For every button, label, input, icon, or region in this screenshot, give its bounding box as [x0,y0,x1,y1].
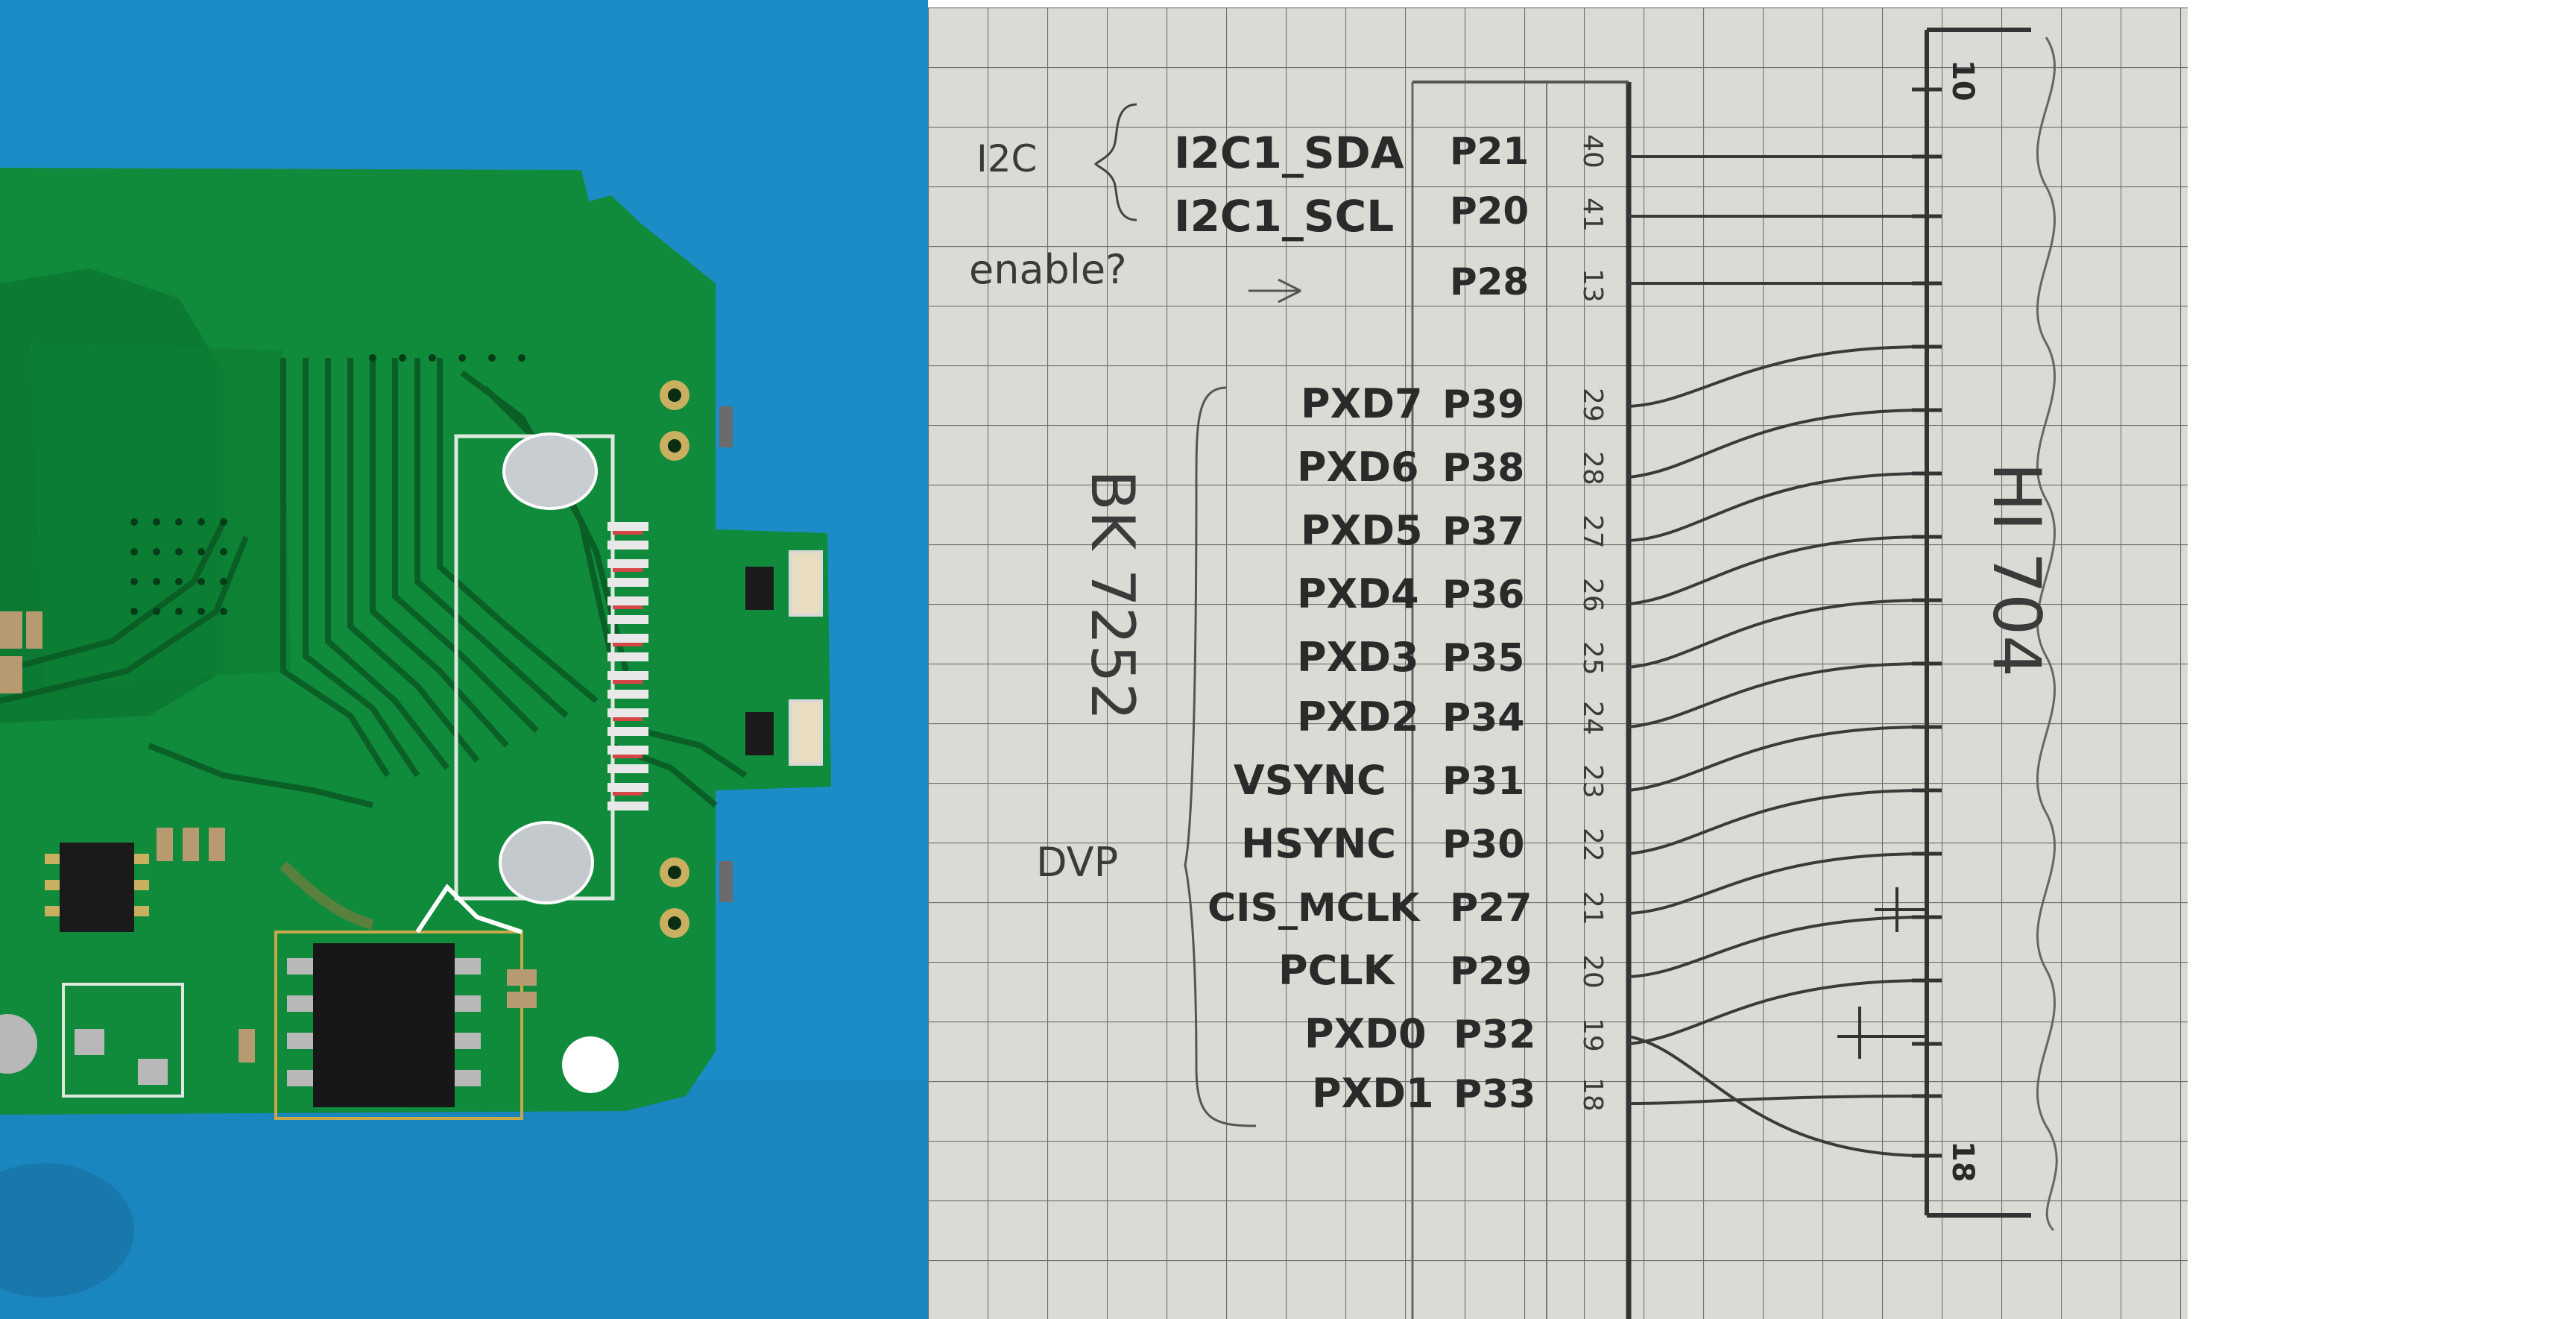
signal-pin-number: 29 [1577,388,1608,422]
signal-name: I2C1_SCL [1174,191,1394,242]
signal-port: P28 [1450,260,1529,303]
signal-port: P32 [1453,1013,1535,1057]
signal-name: PCLK [1278,947,1396,994]
i2c-brace [1093,103,1137,221]
upper-signal-rows: I2C1_SDA P21 40 I2C1_SCL P20 41 P28 13 [1174,128,1608,303]
signal-name: PXD2 [1297,693,1419,740]
pcb-photo [0,0,928,1319]
enable-label: enable? [969,246,1127,293]
signal-port: P31 [1442,759,1524,804]
signal-name: PXD4 [1297,570,1419,617]
signal-name: PXD0 [1304,1010,1427,1057]
signal-port: P38 [1442,446,1524,491]
fpc-pads [607,522,648,810]
signal-port: P27 [1450,886,1532,931]
signal-port: P33 [1453,1072,1535,1117]
signal-pin-number: 19 [1577,1018,1608,1052]
signal-port: P20 [1450,189,1529,233]
signal-name: VSYNC [1234,757,1386,804]
signal-port: P30 [1442,822,1524,867]
signal-pin-number: 41 [1577,198,1608,232]
ic-chip-small [60,843,134,932]
signal-name: PXD5 [1301,507,1423,554]
signal-pin-number: 13 [1577,268,1608,303]
signal-pin-number: 24 [1577,701,1608,735]
signal-name: HSYNC [1241,820,1396,867]
signal-name: PXD7 [1301,380,1423,427]
signal-pin-number: 26 [1577,578,1608,612]
dvp-group-label: DVP [1036,839,1118,886]
signal-pin-number: 27 [1577,514,1608,549]
signal-pin-number: 21 [1577,891,1608,925]
signal-pin-number: 25 [1577,641,1608,676]
signal-name: I2C1_SDA [1174,128,1404,178]
ic-chip-soic8 [313,943,455,1107]
pin-connection-wires [1628,155,1928,1157]
signal-pin-number: 20 [1577,954,1608,989]
signal-port: P36 [1442,573,1524,617]
signal-port: P37 [1442,509,1524,554]
signal-port: P39 [1442,383,1524,427]
chip-left-label: BK 7252 [1078,470,1147,720]
ground-symbol [1837,887,1927,1059]
pcb-traces [0,358,748,808]
signal-pin-number: 22 [1577,828,1608,862]
connector-top-pin-number: 10 [1945,60,1980,101]
connector-bottom-pin-number: 18 [1945,1141,1980,1183]
signal-pin-number: 23 [1577,764,1608,799]
signal-name: CIS_MCLK [1208,886,1421,931]
signal-pin-number: 28 [1577,451,1608,485]
board-corner-hole [562,1036,619,1093]
solder-pad-bottom [499,821,594,904]
dvp-brace [1184,386,1257,1127]
graph-paper-sheet: I2C enable? DVP BK 7252 HI 704 10 18 I2C… [928,7,2188,1319]
signal-name: PXD3 [1297,634,1419,681]
signal-port: P35 [1442,636,1524,681]
signal-port: P29 [1450,949,1532,994]
solder-pad-top [502,432,598,510]
signal-pin-number: 40 [1577,134,1608,169]
dvp-signal-rows: PXD7 P39 29 PXD6 P38 28 PXD5 P37 27 PXD4… [1208,380,1608,1117]
i2c-group-label: I2C [976,137,1037,180]
chip-right-label: HI 704 [1978,462,2055,677]
signal-pin-number: 18 [1577,1077,1608,1112]
signal-name: PXD6 [1297,444,1419,491]
signal-port: P21 [1450,130,1529,173]
signal-port: P34 [1442,696,1524,740]
signal-name: PXD1 [1312,1070,1434,1117]
